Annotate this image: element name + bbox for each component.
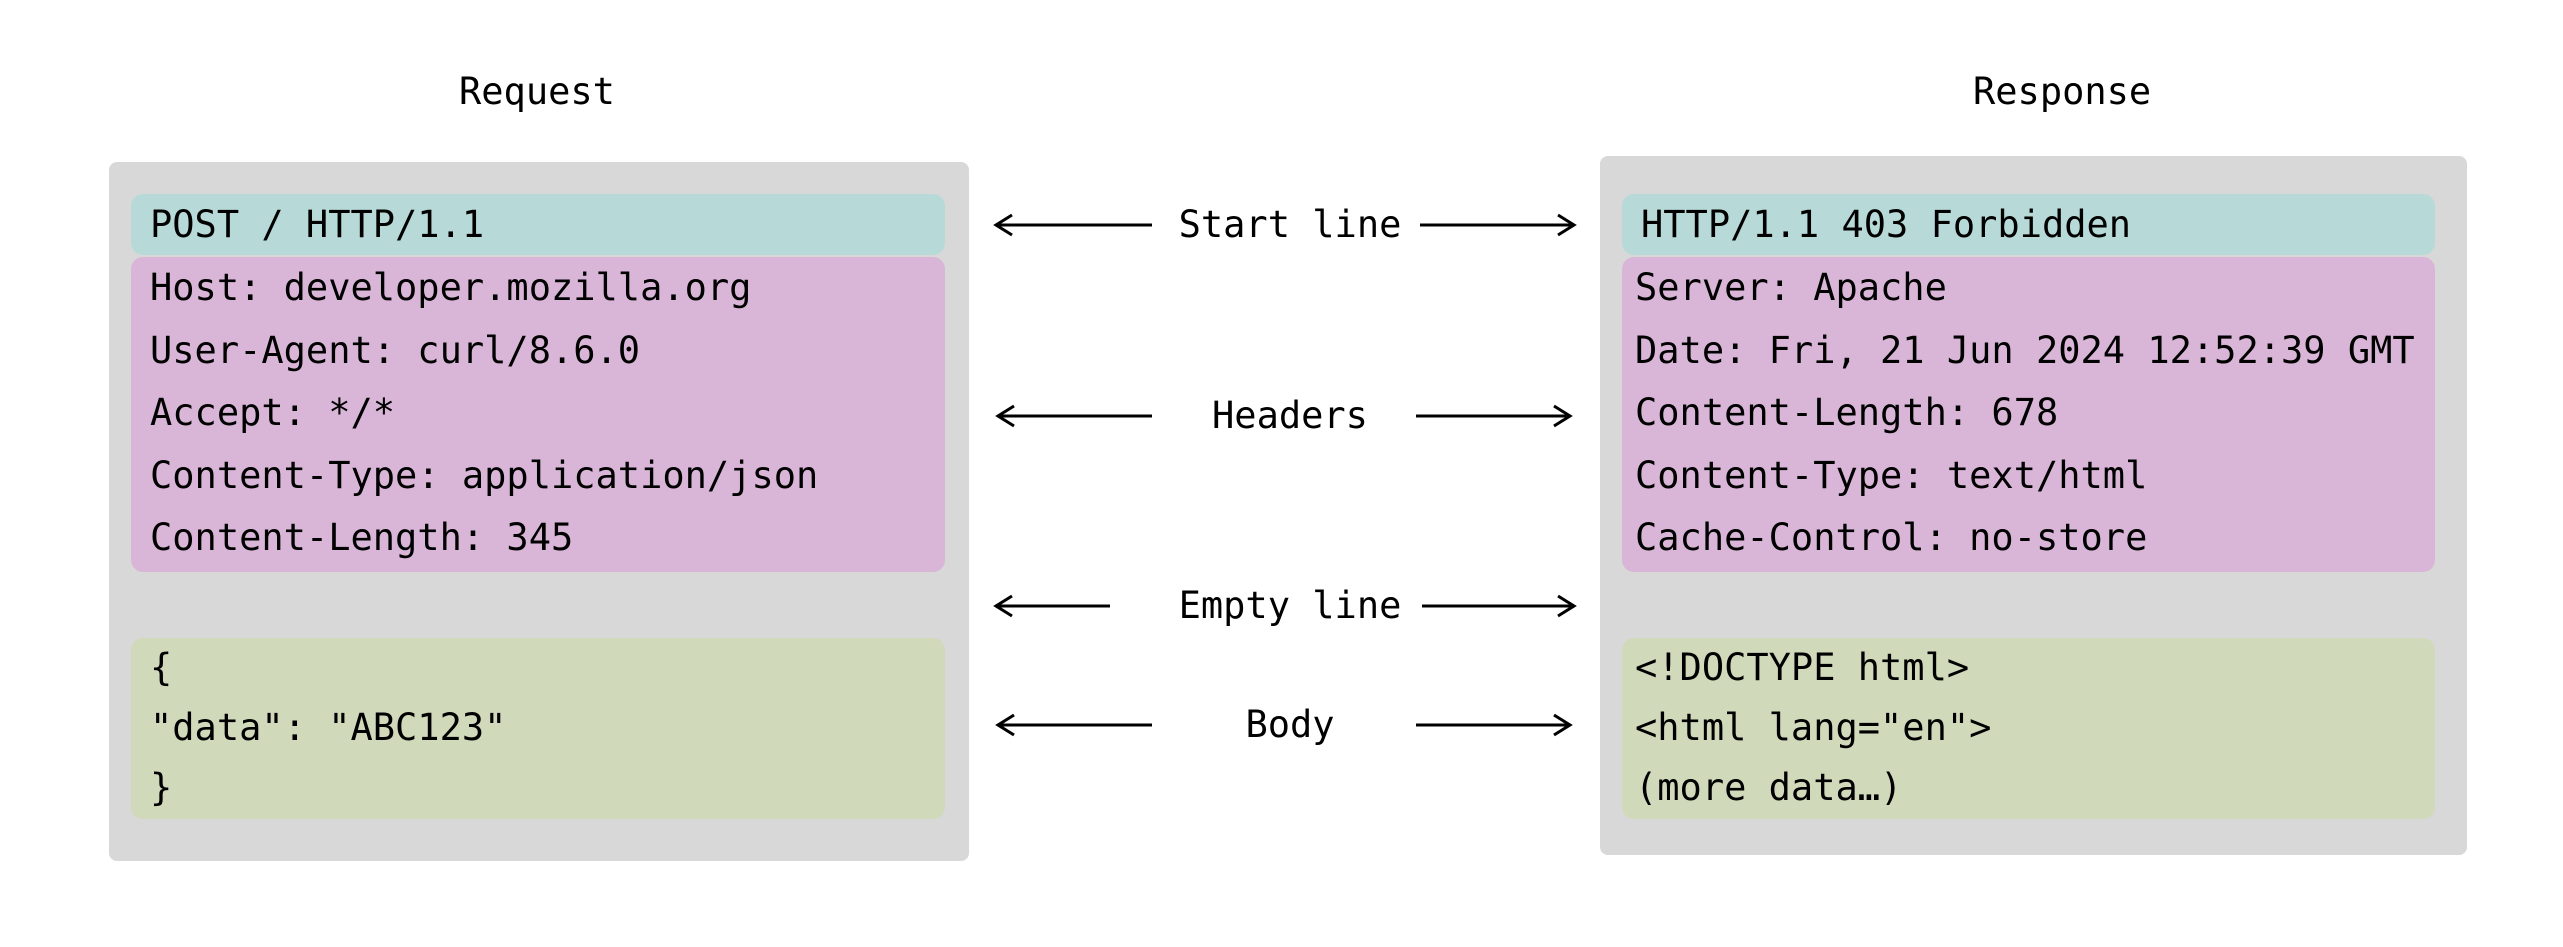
response-header-line: Cache-Control: no-store [1635,516,2148,559]
request-header-line: Content-Type: application/json [150,453,819,497]
request-header-line: Host: developer.mozilla.org [150,266,752,309]
response-body-line: (more data…) [1635,766,1903,809]
response-header-line: Content-Type: text/html [1635,453,2148,497]
request-body-line: { [150,646,173,689]
request-body-line: "data": "ABC123" [150,706,507,749]
response-body-line: <html lang="en"> [1635,706,1992,749]
request-title: Request [459,70,615,113]
headers-connector: Headers [990,391,1590,441]
body-label: Body [1245,703,1335,746]
response-header-line: Date: Fri, 21 Jun 2024 12:52:39 GMT [1635,328,2415,372]
response-header-line: Server: Apache [1635,266,1947,309]
request-headers: Host: developer.mozilla.org User-Agent: … [131,257,945,572]
headers-arrows [995,404,1573,428]
response-headers: Server: Apache Date: Fri, 21 Jun 2024 12… [1622,257,2435,572]
response-body: <!DOCTYPE html> <html lang="en"> (more d… [1622,638,2435,819]
response-header-line: Content-Length: 678 [1635,391,2059,434]
response-start-line: HTTP/1.1 403 Forbidden [1622,194,2435,255]
request-body-line: } [150,766,173,809]
response-title: Response [1973,70,2152,113]
response-panel: HTTP/1.1 403 Forbidden Server: Apache Da… [1600,156,2467,855]
empty-line-connector: Empty line [990,581,1590,631]
empty-line-label: Empty line [1178,584,1402,627]
headers-label: Headers [1212,394,1368,437]
response-body-line: <!DOCTYPE html> [1635,646,1970,689]
request-start-line: POST / HTTP/1.1 [131,194,945,255]
empty-line-arrows [993,594,1577,618]
request-header-line: Accept: */* [150,391,396,434]
start-line-arrows [993,213,1577,237]
body-connector: Body [990,700,1590,750]
response-start-line-text: HTTP/1.1 403 Forbidden [1641,203,2132,246]
request-panel: POST / HTTP/1.1 Host: developer.mozilla.… [109,162,969,861]
start-line-label: Start line [1178,203,1402,246]
request-body: { "data": "ABC123" } [131,638,945,819]
body-arrows [995,713,1573,737]
request-header-line: User-Agent: curl/8.6.0 [150,328,641,372]
start-line-connector: Start line [990,200,1590,250]
request-header-line: Content-Length: 345 [150,516,574,559]
request-start-line-text: POST / HTTP/1.1 [150,203,485,246]
